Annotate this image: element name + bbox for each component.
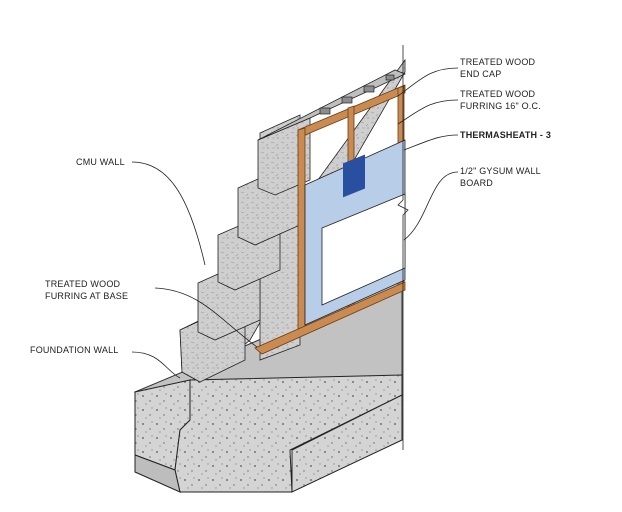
leader-lines	[131, 67, 459, 379]
gypsum-board	[321, 193, 406, 306]
foundation-wall	[134, 374, 403, 493]
section-line	[397, 45, 409, 450]
rmax-logo	[343, 154, 365, 198]
label-foundation-wall: FOUNDATION WALL	[30, 345, 119, 355]
label-thermasheath: THERMASHEATH - 3	[460, 130, 552, 140]
label-cmu-wall: CMU WALL	[76, 157, 125, 167]
